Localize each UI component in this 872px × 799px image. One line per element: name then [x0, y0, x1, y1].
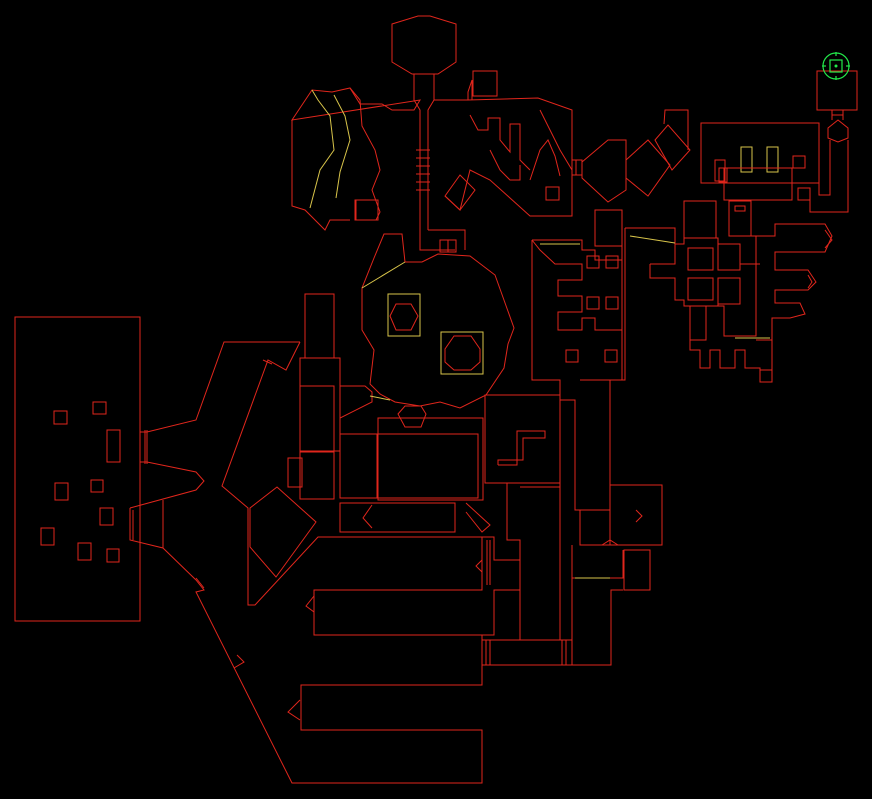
northeast-chain — [581, 70, 858, 213]
west-hall — [14, 316, 141, 622]
north-area — [290, 15, 583, 253]
west-corridors — [129, 341, 483, 784]
central-cave — [361, 233, 515, 409]
player-position-marker — [822, 52, 850, 80]
central-blocks — [287, 293, 561, 533]
east-complex — [531, 200, 833, 510]
southeast-complex — [475, 395, 663, 685]
